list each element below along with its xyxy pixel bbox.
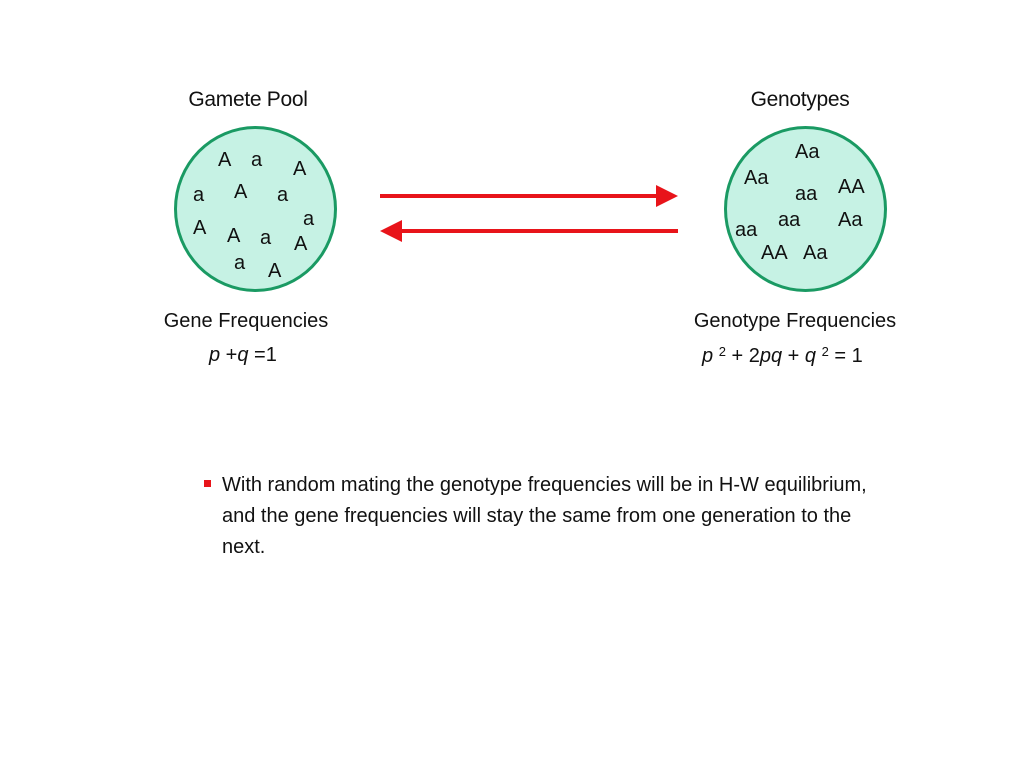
genotype-frequencies-formula: p 2 + 2pq + q 2 = 1 (702, 344, 863, 368)
gamete-token: a (303, 208, 315, 230)
formula-plus: + (782, 345, 805, 367)
gamete-token: a (193, 184, 205, 206)
formula-p: p (702, 345, 714, 367)
genotype-token: aa (778, 209, 801, 231)
gamete-token: a (251, 149, 263, 171)
gamete-pool-circle (174, 126, 337, 292)
genotype-token: Aa (803, 242, 828, 264)
genotype-token: Aa (744, 167, 769, 189)
formula-q: q (237, 344, 249, 366)
formula-plus: + (220, 344, 238, 366)
genotype-token: AA (761, 242, 788, 264)
genotype-token: Aa (795, 141, 820, 163)
formula-q: q (804, 345, 817, 367)
genotypes-title: Genotypes (750, 88, 850, 111)
gene-frequencies-label: Gene Frequencies (163, 310, 329, 332)
genotype-token: aa (795, 183, 818, 205)
formula-pq: pq (759, 345, 783, 367)
genotype-token: AA (838, 176, 865, 198)
formula-equals: =1 (248, 344, 277, 366)
genotype-token: Aa (838, 209, 863, 231)
gamete-token: A (227, 225, 241, 247)
bullet-square-icon (204, 480, 211, 487)
gamete-token: A (294, 233, 308, 255)
gamete-token: a (277, 184, 289, 206)
gamete-token: A (193, 217, 207, 239)
formula-middle: + 2 (725, 345, 760, 367)
formula-exponent: 2 (821, 344, 829, 359)
genotype-token: aa (735, 219, 758, 241)
gamete-pool-title: Gamete Pool (188, 88, 308, 111)
formula-exponent: 2 (718, 344, 726, 359)
gamete-token: A (218, 149, 232, 171)
gamete-token: A (293, 158, 307, 180)
formula-equals: = 1 (828, 345, 863, 367)
bullet-text: With random mating the genotype frequenc… (222, 474, 867, 558)
formula-p: p (209, 344, 221, 366)
genotypes-circle (724, 126, 887, 292)
backward-arrow-head (380, 220, 402, 242)
genotype-frequencies-label: Genotype Frequencies (693, 310, 897, 332)
gamete-token: A (268, 260, 282, 282)
gamete-token: a (260, 227, 272, 249)
gamete-token: A (234, 181, 248, 203)
gene-frequencies-formula: p +q =1 (209, 344, 277, 367)
gamete-token: a (234, 252, 246, 274)
forward-arrow-head (656, 185, 678, 207)
